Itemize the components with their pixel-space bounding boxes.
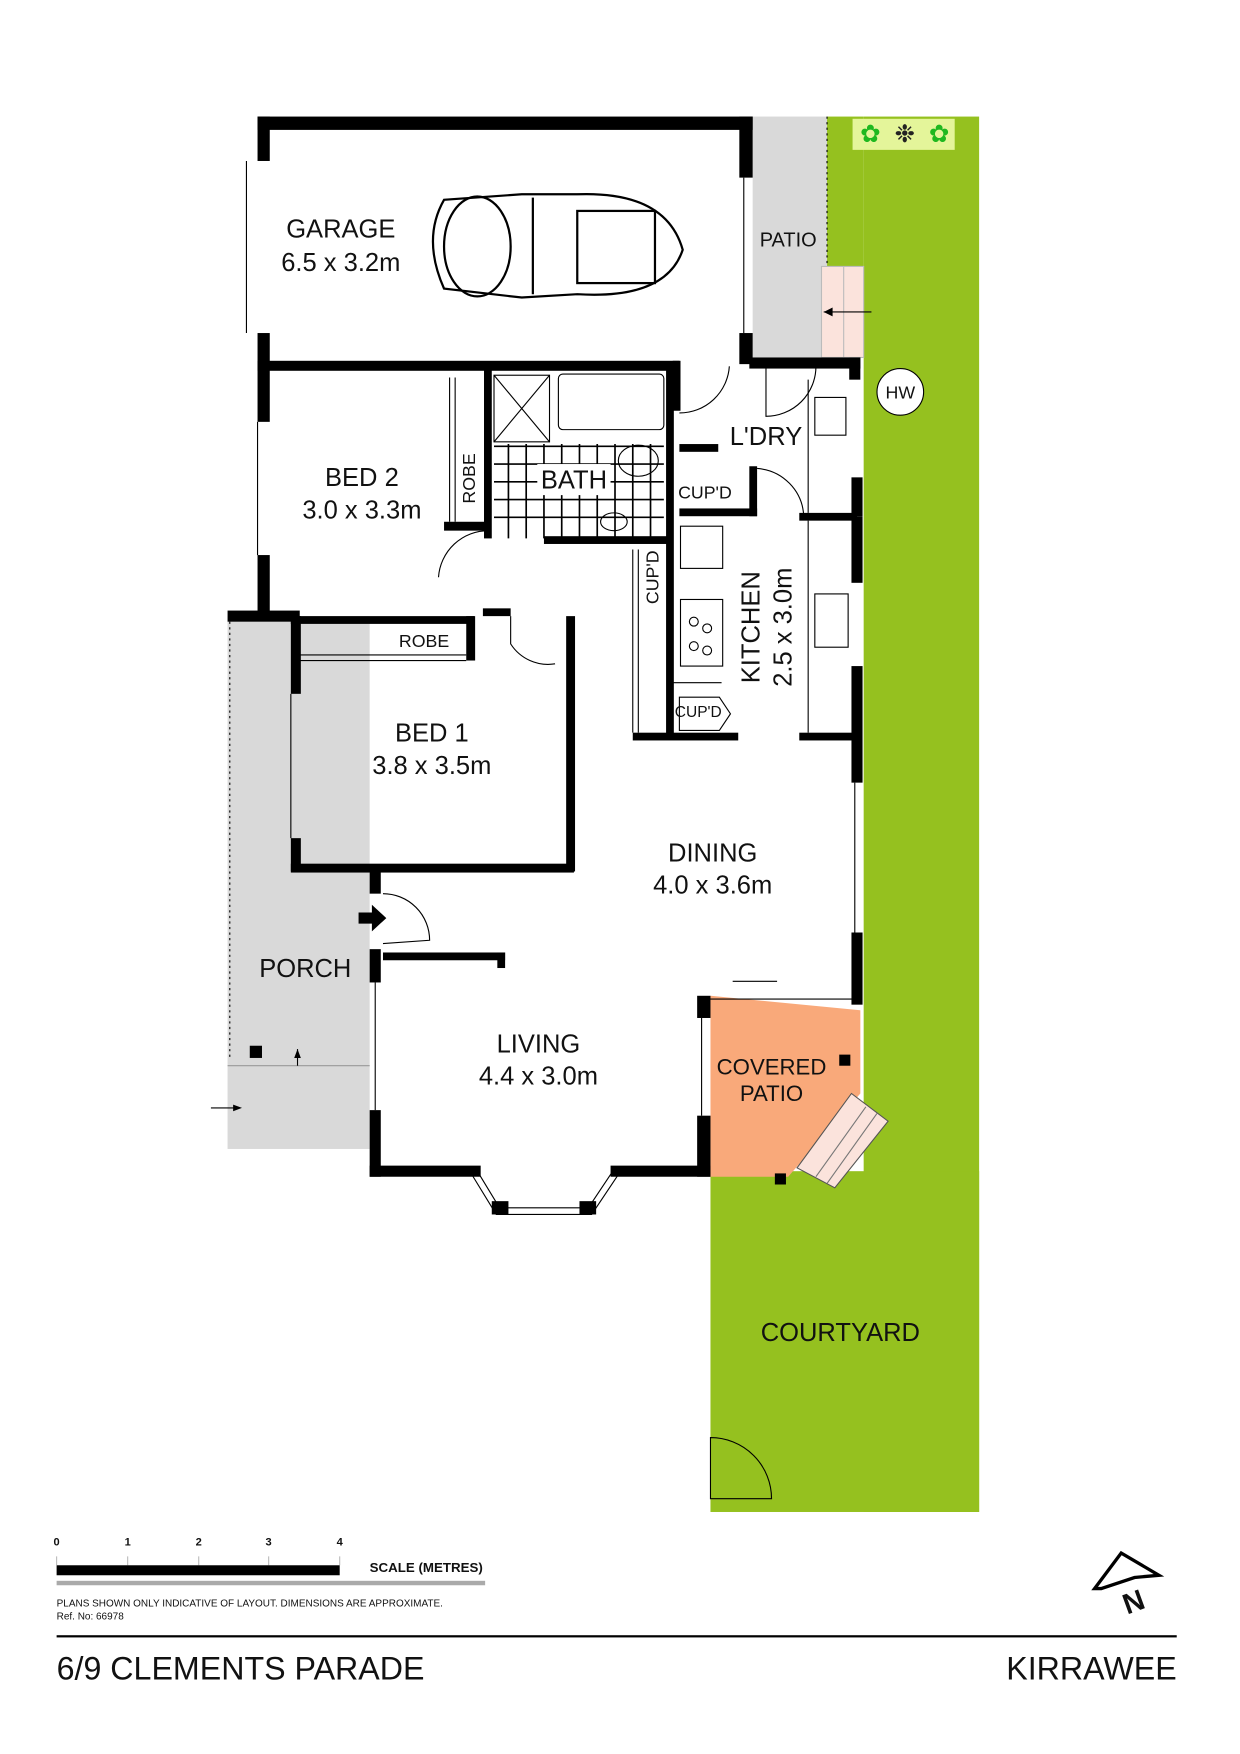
porch-label: PORCH xyxy=(259,955,351,983)
covered-patio-line1: COVERED xyxy=(717,1055,827,1080)
north-arrow-icon: N xyxy=(1091,1550,1165,1621)
courtyard-lawn xyxy=(710,116,980,1512)
north-label: N xyxy=(1119,1584,1150,1621)
porch-paving xyxy=(210,616,370,1149)
walls xyxy=(227,116,863,1216)
svg-text:✿: ✿ xyxy=(860,121,880,148)
cupd-kitchen-label: CUP'D xyxy=(675,704,722,721)
svg-text:✿: ✿ xyxy=(929,121,949,148)
robe-bed2-label: ROBE xyxy=(459,453,479,503)
scale-tick-4: 4 xyxy=(337,1536,344,1548)
bed1-name: BED 1 xyxy=(395,720,469,748)
scale-bar: 0 1 2 3 4 SCALE (METRES) xyxy=(54,1536,486,1586)
property-address: 6/9 CLEMENTS PARADE xyxy=(57,1651,425,1687)
scale-tick-3: 3 xyxy=(266,1536,272,1548)
bed1-size: 3.8 x 3.5m xyxy=(372,752,491,780)
kitchen-size: 2.5 x 3.0m xyxy=(770,568,798,687)
disclaimer: PLANS SHOWN ONLY INDICATIVE OF LAYOUT. D… xyxy=(57,1598,443,1609)
cupd-laundry-label: CUP'D xyxy=(678,482,732,502)
bed2-name: BED 2 xyxy=(325,464,399,492)
property-suburb: KIRRAWEE xyxy=(1006,1651,1177,1687)
living-name: LIVING xyxy=(497,1030,581,1058)
car-icon xyxy=(431,193,684,299)
living-size: 4.4 x 3.0m xyxy=(479,1063,598,1091)
scale-tick-1: 1 xyxy=(125,1536,131,1548)
footer-divider xyxy=(56,1635,1177,1638)
laundry-label: L'DRY xyxy=(730,423,802,451)
door-swings xyxy=(382,366,817,1500)
hot-water-unit xyxy=(876,368,925,416)
scale-tick-0: 0 xyxy=(54,1536,60,1548)
kitchen-fixtures xyxy=(299,377,849,733)
reference-number: Ref. No: 66978 xyxy=(57,1612,125,1623)
garden-plants: ✿ ❉ ✿ xyxy=(852,118,955,150)
scale-label: SCALE (METRES) xyxy=(370,1560,483,1575)
patio-label: PATIO xyxy=(760,229,817,251)
scale-tick-2: 2 xyxy=(196,1536,202,1548)
dining-name: DINING xyxy=(668,839,757,867)
bath-label: BATH xyxy=(541,466,607,494)
patio-steps xyxy=(820,265,872,359)
windows xyxy=(245,160,861,1116)
entry-arrow xyxy=(358,904,387,932)
garage-name: GARAGE xyxy=(286,216,395,244)
bathroom-fixtures xyxy=(493,373,665,532)
garage-size: 6.5 x 3.2m xyxy=(281,249,400,277)
covered-patio-line2: PATIO xyxy=(740,1081,803,1106)
patio-paving xyxy=(752,116,828,358)
hot-water-label: HW xyxy=(886,383,916,403)
svg-text:❉: ❉ xyxy=(895,121,915,148)
covered-patio xyxy=(710,995,889,1189)
robe-bed1-label: ROBE xyxy=(399,631,449,651)
courtyard-label: COURTYARD xyxy=(761,1319,920,1347)
kitchen-name: KITCHEN xyxy=(737,571,765,683)
cupd-hall-label: CUP'D xyxy=(642,550,662,604)
bed2-size: 3.0 x 3.3m xyxy=(302,496,421,524)
dining-size: 4.0 x 3.6m xyxy=(653,872,772,900)
